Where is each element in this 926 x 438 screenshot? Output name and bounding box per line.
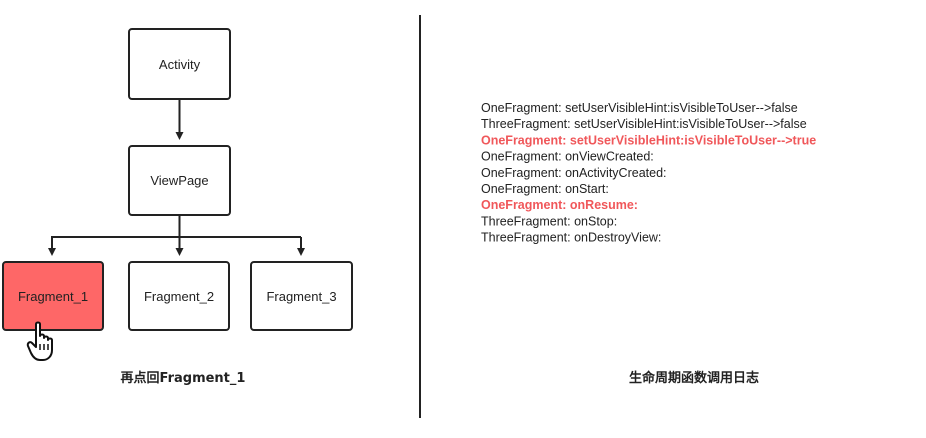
diagram-caption: 再点回Fragment_1: [121, 370, 246, 386]
fragment-2-label: Fragment_2: [144, 289, 214, 304]
log-line: ThreeFragment: setUserVisibleHint:isVisi…: [481, 117, 807, 131]
log-line: OneFragment: onResume:: [481, 198, 638, 212]
log-line: OneFragment: onStart:: [481, 182, 609, 196]
fragment-2-node: Fragment_2: [128, 261, 230, 331]
log-caption: 生命周期函数调用日志: [629, 370, 759, 386]
fragment-connectors: [48, 215, 305, 256]
log-line: OneFragment: setUserVisibleHint:isVisibl…: [481, 101, 798, 115]
activity-node: Activity: [128, 28, 231, 100]
fragment-3-node: Fragment_3: [250, 261, 353, 331]
log-line: OneFragment: onActivityCreated:: [481, 166, 667, 180]
log-line: ThreeFragment: onDestroyView:: [481, 231, 661, 245]
fragment-1-node: Fragment_1: [2, 261, 104, 331]
log-line: OneFragment: setUserVisibleHint:isVisibl…: [481, 133, 816, 147]
viewpage-node: ViewPage: [128, 145, 231, 216]
fragment-1-label: Fragment_1: [18, 289, 88, 304]
log-line: ThreeFragment: onStop:: [481, 214, 617, 228]
viewpage-label: ViewPage: [150, 173, 208, 188]
activity-label: Activity: [159, 57, 201, 72]
log-line: OneFragment: onViewCreated:: [481, 150, 654, 164]
hand-pointer-icon: [26, 321, 53, 361]
log-panel: OneFragment: setUserVisibleHint:isVisibl…: [481, 101, 816, 245]
fragment-3-label: Fragment_3: [266, 289, 336, 304]
